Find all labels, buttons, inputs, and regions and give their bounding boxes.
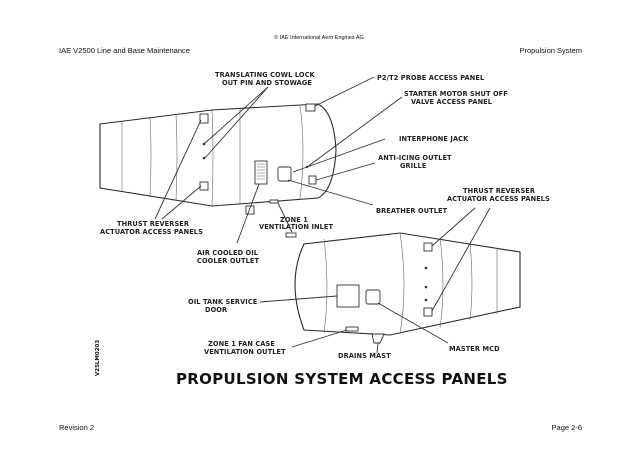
leader-lines (154, 76, 491, 354)
figure-code: V25LM0203 (95, 340, 101, 376)
label-translating-cowl-1: TRANSLATING COWL LOCK (215, 71, 316, 79)
upper-nacelle-view (99, 103, 337, 215)
label-air-cooled-1: AIR COOLED OIL (197, 249, 259, 257)
anti-icing-grille (308, 175, 317, 185)
label-thrust-rev-left-2: ACTUATOR ACCESS PANELS (100, 228, 203, 236)
section-title: Propulsion System (519, 46, 582, 55)
label-oil-tank-1: OIL TANK SERVICE (188, 298, 258, 306)
oil-tank-service-door (336, 284, 360, 308)
fan-case-vent-outlet (345, 326, 359, 332)
zone1-vent-inlet (285, 232, 297, 238)
label-starter-1: STARTER MOTOR SHUT OFF (404, 90, 508, 98)
drains-mast (371, 333, 385, 344)
copyright-notice: © IAE International Aero Engines AG (274, 35, 364, 41)
label-zone1-vent-2: VENTILATION INLET (259, 223, 334, 231)
p2t2-probe-panel (305, 103, 316, 112)
figure-title: PROPULSION SYSTEM ACCESS PANELS (176, 370, 508, 388)
lower-panel-tab (245, 205, 255, 215)
upper-vent-slot (269, 199, 279, 204)
lower-nacelle-view (285, 232, 521, 344)
page-number: Page 2-6 (551, 423, 582, 432)
label-oil-tank-2: DOOR (205, 306, 227, 314)
master-mcd-panel (365, 289, 381, 305)
label-thrust-rev-right-1: THRUST REVERSER (463, 187, 535, 195)
thrust-reverser-panel-lower (199, 181, 209, 191)
air-cooled-oil-cooler-outlet (254, 160, 268, 185)
label-breather-outlet: BREATHER OUTLET (376, 207, 448, 215)
breather-outlet (277, 166, 292, 182)
label-zone1-fan-1: ZONE 1 FAN CASE (208, 340, 275, 348)
thrust-reverser-panel-right-lower (423, 307, 433, 317)
revision-label: Revision 2 (59, 423, 95, 432)
label-anti-ice-1: ANTI-ICING OUTLET (378, 154, 452, 162)
label-anti-ice-2: GRILLE (400, 162, 427, 170)
label-translating-cowl-2: OUT PIN AND STOWAGE (222, 79, 312, 87)
thrust-reverser-panel-right-upper (423, 242, 433, 252)
label-p2t2-probe: P2/T2 PROBE ACCESS PANEL (377, 74, 485, 82)
callout-labels: TRANSLATING COWL LOCK OUT PIN AND STOWAG… (100, 71, 550, 360)
label-master-mcd: MASTER MCD (449, 345, 500, 353)
thrust-reverser-panel-upper (199, 113, 209, 124)
label-starter-2: VALVE ACCESS PANEL (411, 98, 493, 106)
label-zone1-fan-2: VENTILATION OUTLET (204, 348, 286, 356)
label-thrust-rev-left-1: THRUST REVERSER (117, 220, 189, 228)
label-interphone: INTERPHONE JACK (399, 135, 469, 143)
label-zone1-vent-1: ZONE 1 (280, 216, 308, 224)
label-thrust-rev-right-2: ACTUATOR ACCESS PANELS (447, 195, 550, 203)
document-title: IAE V2500 Line and Base Maintenance (59, 46, 190, 55)
label-drains-mast: DRAINS MAST (338, 352, 391, 360)
label-air-cooled-2: COOLER OUTLET (197, 257, 259, 265)
